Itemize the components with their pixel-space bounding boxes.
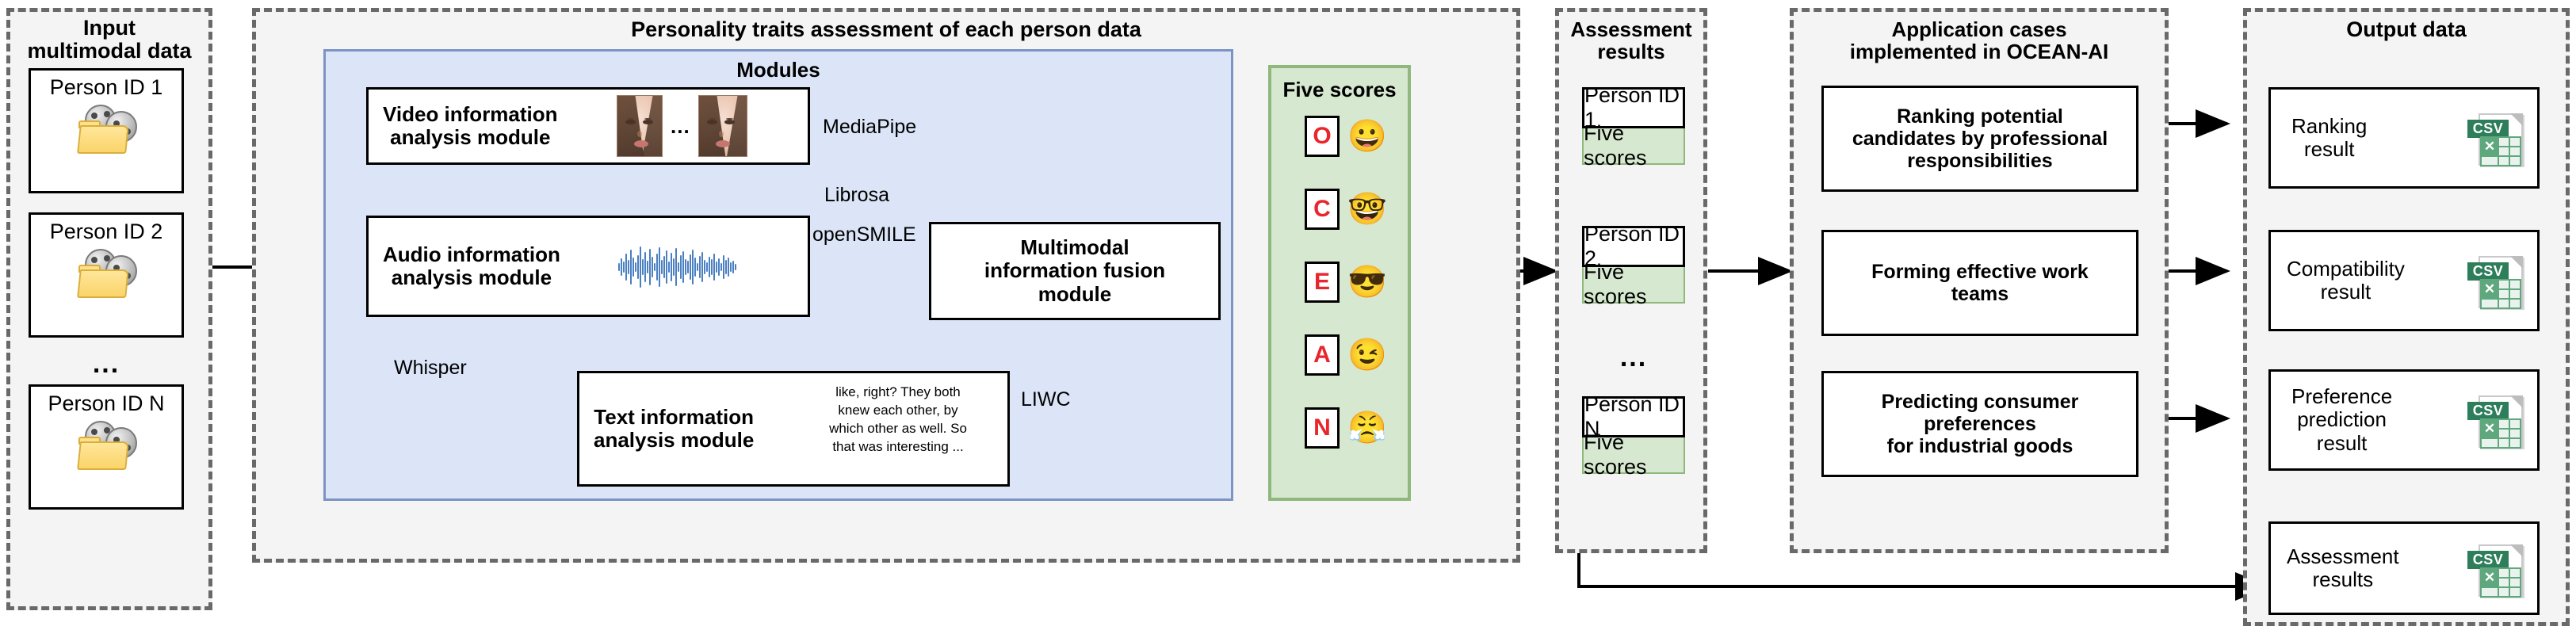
input-person-card[interactable]: Person ID 2 [29,212,184,338]
application-case-label: Ranking potential candidates by professi… [1852,105,2108,172]
liwc-label: LIWC [1021,388,1071,411]
csv-badge-label: CSV [2467,551,2509,569]
audio-module-label: Audio information analysis module [383,242,560,289]
assessment-person-label: Person ID 1 [1582,83,1685,132]
csv-file-icon: CSV ✕ [2467,392,2526,451]
text-analysis-module[interactable]: Text information analysis module [577,371,1010,487]
output-item-label: Compatibility result [2287,256,2405,304]
text-module-label: Text information analysis module [594,404,755,452]
text-transcript: like, right? They both knew each other, … [829,384,967,454]
input-ellipsis: ... [92,349,120,379]
csv-file-icon: CSV ✕ [2467,541,2526,600]
fusion-module-label: Multimodal information fusion module [984,235,1166,306]
output-item-box[interactable]: Ranking result CSV ✕ [2268,87,2540,189]
video-folder-icon [72,247,140,304]
assessment-result-card[interactable]: Person ID 1 Five scores [1582,83,1685,170]
whisper-label: Whisper [394,357,467,379]
trait-row[interactable]: E 😎 [1305,262,1387,303]
video-module-label: Video information analysis module [383,101,558,149]
five-scores-title: Five scores [1282,78,1397,101]
assessment-result-card[interactable]: Person ID 2 Five scores [1582,222,1685,308]
video-frames-strip: ... [617,95,747,157]
trait-letter: C [1305,189,1340,230]
input-person-card[interactable]: Person ID N [29,384,184,510]
video-folder-icon [72,419,140,476]
output-item-label: Preference prediction result [2291,384,2393,455]
frames-ellipsis: ... [671,113,690,138]
person-label: Person ID 1 [49,75,163,99]
assessment-scores-label: Five scores [1582,430,1685,479]
output-item-label: Ranking result [2291,113,2368,161]
trait-emoji-triumph: 😤 [1347,411,1387,445]
person-label: Person ID 2 [49,220,163,243]
csv-file-icon: CSV ✕ [2467,253,2526,311]
input-person-card[interactable]: Person ID 1 [29,68,184,193]
librosa-label: Librosa [824,184,889,206]
assessment-result-card[interactable]: Person ID N Five scores [1582,392,1685,479]
trait-emoji-sunglasses: 😎 [1347,265,1387,300]
trait-letter: O [1305,116,1340,157]
audio-waveform-icon [618,246,736,288]
application-case-box[interactable]: Ranking potential candidates by professi… [1821,86,2138,192]
output-item-box[interactable]: Compatibility result CSV ✕ [2268,230,2540,331]
assessment-person-label: Person ID 2 [1582,222,1685,270]
trait-row[interactable]: C 🤓 [1305,189,1387,230]
csv-badge-label: CSV [2467,262,2509,281]
assessment-ellipsis: ... [1619,342,1648,372]
fusion-module[interactable]: Multimodal information fusion module [929,222,1221,320]
application-cases-title: Application cases implemented in OCEAN-A… [1849,17,2109,64]
trait-letter: N [1305,407,1340,449]
trait-emoji-wink: 😉 [1347,338,1387,372]
output-panel-title: Output data [2346,17,2467,41]
csv-badge-label: CSV [2467,402,2509,420]
assessment-results-title: Assessment results [1570,17,1692,64]
output-item-box[interactable]: Preference prediction result CSV ✕ [2268,369,2540,471]
trait-row[interactable]: N 😤 [1305,407,1387,449]
face-frame-icon [617,95,663,157]
csv-badge-label: CSV [2467,120,2509,138]
output-item-box[interactable]: Assessment results CSV ✕ [2268,521,2540,615]
mediapipe-label: MediaPipe [823,116,917,138]
trait-letter: E [1305,262,1340,303]
opensmile-label: openSMILE [812,223,916,246]
video-folder-icon [72,103,140,160]
trait-row[interactable]: A 😉 [1305,334,1387,376]
trait-letter: A [1305,334,1340,376]
assessment-scores-label: Five scores [1582,121,1685,170]
csv-file-icon: CSV ✕ [2467,110,2526,169]
five-scores-panel: Five scores [1268,65,1411,501]
trait-emoji-grinning: 😀 [1347,119,1387,154]
application-case-box[interactable]: Predicting consumer preferences for indu… [1821,371,2138,477]
input-panel-title: Input multimodal data [27,16,192,63]
face-frame-icon [698,95,747,157]
trait-row[interactable]: O 😀 [1305,116,1387,157]
pipeline-panel-title: Personality traits assessment of each pe… [631,17,1141,41]
assessment-person-label: Person ID N [1582,392,1685,441]
modules-title: Modules [736,58,820,82]
application-case-box[interactable]: Forming effective work teams [1821,230,2138,336]
trait-emoji-nerd: 🤓 [1347,192,1387,227]
person-label: Person ID N [48,391,165,415]
application-case-label: Predicting consumer preferences for indu… [1881,391,2079,457]
application-case-label: Forming effective work teams [1871,261,2089,305]
output-item-label: Assessment results [2287,544,2399,591]
audio-analysis-module[interactable]: Audio information analysis module [366,216,810,317]
assessment-scores-label: Five scores [1582,260,1685,308]
